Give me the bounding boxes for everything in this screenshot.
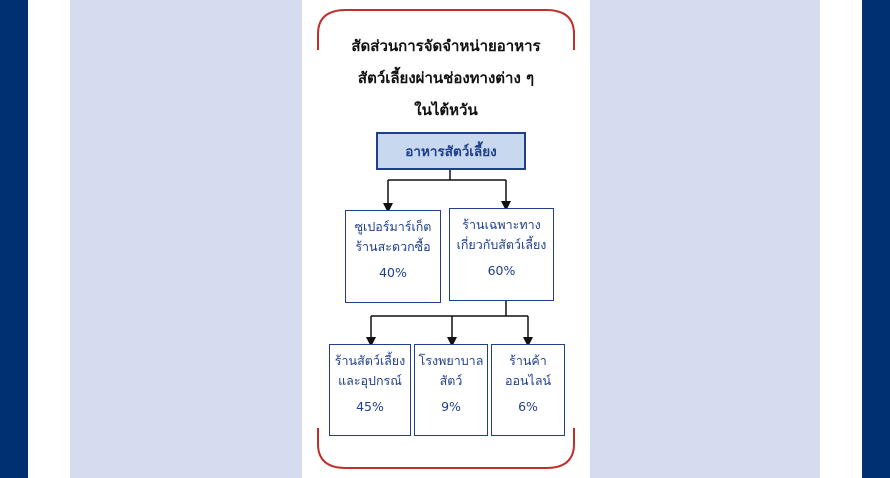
right-white-gap (820, 0, 862, 478)
diagram-title-line-3: ในไต้หวัน (414, 101, 478, 119)
node-online-line-1: ร้านค้า (509, 353, 547, 368)
node-pet-shop-line-2: และอุปกรณ์ (338, 373, 402, 388)
node-specialty-percent: 60% (487, 263, 516, 278)
node-supermarket-line-1: ซูเปอร์มาร์เก็ต (354, 219, 432, 234)
node-pet-food-label: อาหารสัตว์เลี้ยง (405, 144, 497, 160)
bottom-bracket (317, 428, 575, 469)
node-supermarket-convenience: ซูเปอร์มาร์เก็ต ร้านสะดวกซื้อ 40% (345, 210, 441, 303)
left-dark-band (0, 0, 28, 478)
node-supermarket-line-2: ร้านสะดวกซื้อ (355, 239, 431, 254)
node-supermarket-percent: 40% (379, 265, 407, 280)
node-online-store: ร้านค้า ออนไลน์ 6% (491, 344, 565, 436)
node-pet-food: อาหารสัตว์เลี้ยง (376, 132, 526, 170)
node-pet-shop-line-1: ร้านสัตว์เลี้ยง (334, 353, 406, 368)
top-bracket (317, 9, 575, 50)
node-pet-shop-percent: 45% (356, 399, 384, 414)
node-specialty-line-1: ร้านเฉพาะทาง (462, 217, 541, 232)
node-specialty-line-2: เกี่ยวกับสัตว์เลี้ยง (456, 237, 547, 252)
connector-layer (317, 9, 575, 469)
node-online-percent: 6% (518, 399, 538, 414)
node-pet-shop-supplies: ร้านสัตว์เลี้ยง และอุปกรณ์ 45% (329, 344, 411, 436)
node-pet-specialty-store: ร้านเฉพาะทาง เกี่ยวกับสัตว์เลี้ยง 60% (449, 208, 554, 301)
node-vet-hospital: โรงพยาบาล สัตว์ 9% (414, 344, 488, 436)
node-vet-line-2: สัตว์ (439, 373, 463, 388)
right-light-band (590, 0, 820, 478)
node-vet-percent: 9% (441, 399, 461, 414)
diagram-panel: สัดส่วนการจัดจำหน่ายอาหาร สัตว์เลี้ยงผ่า… (302, 0, 590, 478)
node-online-line-2: ออนไลน์ (504, 373, 552, 388)
node-vet-line-1: โรงพยาบาล (418, 353, 484, 368)
right-dark-band (862, 0, 890, 478)
left-light-band (70, 0, 302, 478)
left-white-gap (28, 0, 70, 478)
diagram-title-line-1: สัดส่วนการจัดจำหน่ายอาหาร (351, 37, 541, 55)
diagram-title-line-2: สัตว์เลี้ยงผ่านช่องทางต่าง ๆ (357, 69, 535, 87)
